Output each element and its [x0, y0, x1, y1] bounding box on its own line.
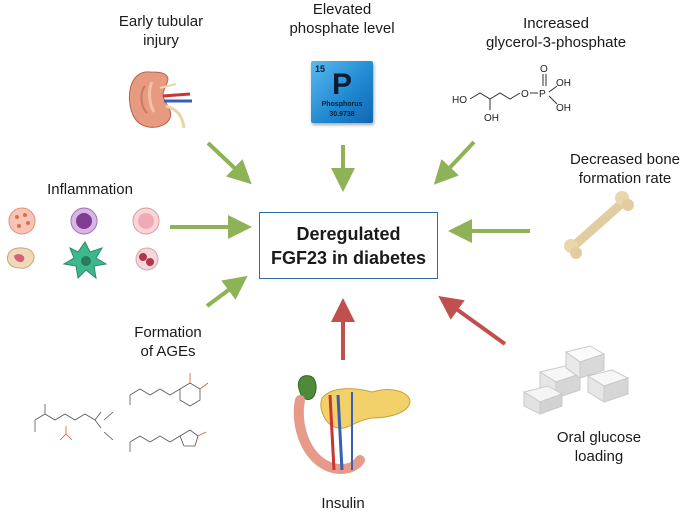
ages-chemistry-icon	[34, 373, 209, 452]
mol-o-ether: O	[521, 89, 529, 100]
label-oral-glucose: Oral glucose loading	[556, 429, 642, 465]
arrow-ages	[205, 275, 248, 308]
label-bone-formation: Decreased bone formation rate	[569, 151, 681, 187]
deregulated-fgf23-box: Deregulated FGF23 in diabetes	[259, 212, 438, 279]
arrow-oral-glucose	[438, 295, 507, 346]
mol-oh-lower: OH	[556, 103, 571, 114]
mol-p: P	[539, 89, 546, 100]
bone-icon	[564, 191, 634, 259]
pancreas-icon	[293, 375, 411, 474]
element-weight: 30.9738	[329, 111, 355, 118]
mol-o-double: O	[540, 64, 548, 75]
label-elevated-phosphate: Elevated phosphate level	[289, 1, 395, 37]
label-inflammation: Inflammation	[47, 181, 133, 198]
center-title-line1: Deregulated	[296, 223, 401, 244]
glycerol-3-phosphate-structure	[469, 74, 558, 110]
label-ages: Formation of AGEs	[134, 324, 202, 360]
label-glycerol-3-phosphate: Increased glycerol-3-phosphate	[485, 15, 627, 51]
phosphorus-element-tile: 15 P Phosphorus 30.9738	[311, 61, 373, 123]
mol-ho: HO	[452, 95, 467, 106]
mol-oh-secondary: OH	[484, 113, 499, 124]
center-title-line2: FGF23 in diabetes	[270, 247, 427, 268]
sugar-cubes-icon	[522, 345, 630, 415]
label-early-tubular-injury: Early tubular injury	[118, 13, 204, 49]
mol-oh-upper: OH	[556, 78, 571, 89]
inflammatory-cells-icon	[7, 207, 160, 280]
label-insulin: Insulin	[321, 495, 365, 512]
atomic-number: 15	[315, 64, 326, 74]
arrow-early-tubular-injury	[206, 141, 252, 185]
element-symbol: P	[331, 68, 352, 101]
element-name: Phosphorus	[321, 101, 363, 108]
arrow-glycerol-3-phosphate	[433, 140, 476, 185]
kidney-icon	[128, 71, 192, 129]
